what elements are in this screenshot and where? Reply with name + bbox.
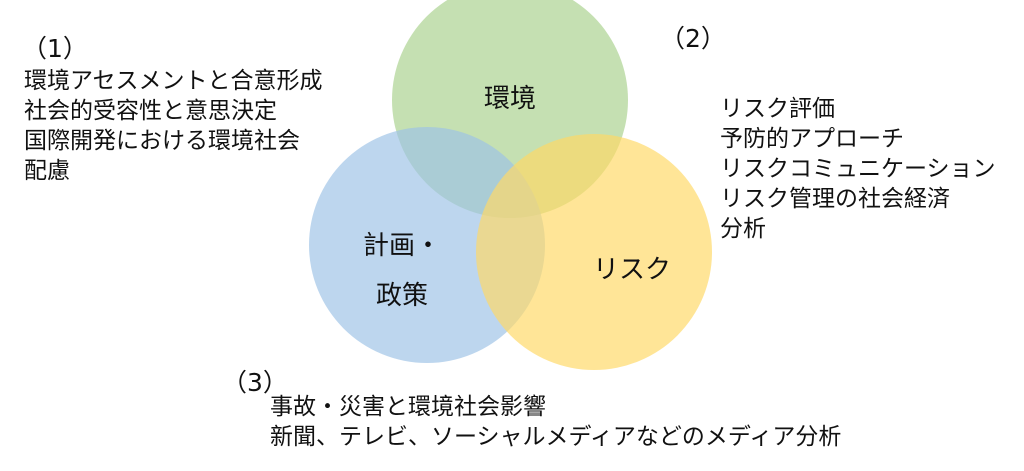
list-item: 国際開発における環境社会 — [24, 128, 300, 154]
list-item: 環境アセスメントと合意形成 — [24, 68, 323, 94]
list-item: リスク評価 — [720, 96, 835, 122]
circle-risk — [476, 134, 712, 370]
group2-number: （2） — [660, 24, 726, 53]
list-item: 分析 — [720, 216, 766, 242]
circle-label-environment: 環境 — [484, 84, 536, 114]
group3-list: 事故・災害と環境社会影響 新聞、テレビ、ソーシャルメディアなどのメディア分析 — [270, 392, 841, 452]
group1-number: （1） — [22, 34, 88, 63]
circle-planning-policy — [309, 127, 545, 363]
list-item: 社会的受容性と意思決定 — [24, 98, 277, 124]
group1-list: 環境アセスメントと合意形成 社会的受容性と意思決定 国際開発における環境社会 配… — [24, 66, 323, 186]
circle-label-planning-line1: 計画・ — [363, 231, 441, 261]
group2-list: リスク評価 予防的アプローチ リスクコミュニケーション リスク管理の社会経済 分… — [720, 94, 996, 244]
group3-number: （3） — [222, 368, 288, 397]
circle-label-risk: リスク — [593, 255, 671, 285]
list-item: 予防的アプローチ — [720, 126, 904, 152]
list-item: リスク管理の社会経済 — [720, 186, 950, 212]
list-item: 配慮 — [24, 158, 70, 184]
list-item: リスクコミュニケーション — [720, 156, 996, 182]
list-item: 新聞、テレビ、ソーシャルメディアなどのメディア分析 — [270, 424, 842, 450]
list-item: 事故・災害と環境社会影響 — [270, 394, 546, 420]
circle-label-planning-line2: 政策 — [376, 281, 428, 311]
